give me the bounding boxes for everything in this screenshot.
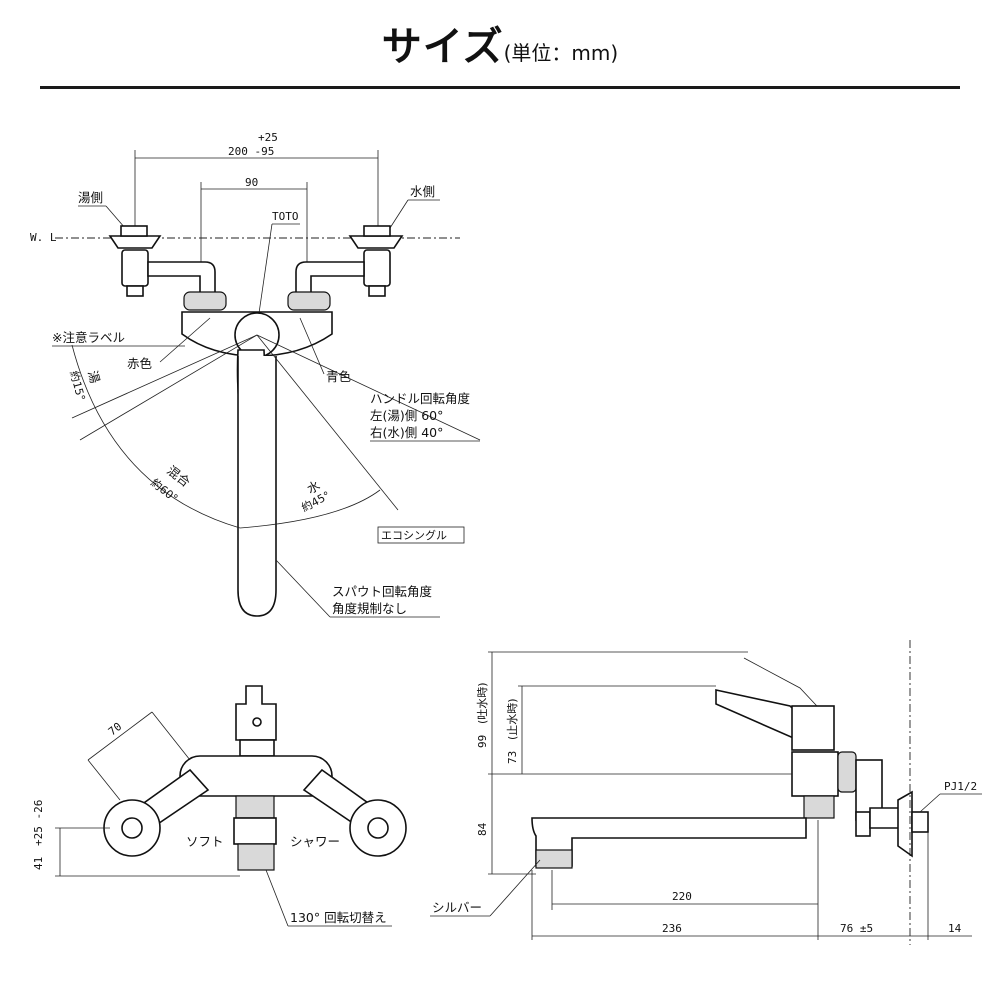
red-leader xyxy=(159,317,211,363)
caution-label: ※注意ラベル xyxy=(52,330,125,345)
angle-line-1 xyxy=(71,334,258,419)
front-handle xyxy=(235,685,277,741)
silver-label: シルバー xyxy=(432,900,482,915)
dim-spout-height: 99 xyxy=(476,735,489,748)
blue-label: 青色 xyxy=(326,369,352,384)
header-rule xyxy=(40,86,960,89)
hot-angle-label: 湯 xyxy=(85,369,103,385)
right-union-nut xyxy=(287,291,331,311)
spout-angle-title: スパウト回転角度 xyxy=(332,584,433,599)
cold-side-label: 水側 xyxy=(410,184,435,199)
left-union-nut xyxy=(183,291,227,311)
shower-label: シャワー xyxy=(290,834,340,849)
side-flange xyxy=(897,790,913,858)
side-body xyxy=(791,751,839,797)
spout-angle-leader xyxy=(275,559,331,618)
dim-arm-ext-1 xyxy=(87,759,121,801)
dim-arm-line xyxy=(87,711,153,761)
side-inlet xyxy=(855,811,871,837)
angle-line-4 xyxy=(256,334,481,441)
hot-side-label: 湯側 xyxy=(78,190,103,205)
right-body xyxy=(363,249,391,287)
shower-collar xyxy=(235,795,275,819)
eco-badge-box xyxy=(377,526,465,544)
side-spout xyxy=(531,817,807,867)
dim-reach: 236 xyxy=(662,922,682,935)
side-thread xyxy=(911,811,929,833)
title-main: サイズ xyxy=(381,24,504,70)
side-pipe xyxy=(869,807,901,829)
dim-spout-height-note: (吐水時) xyxy=(476,682,489,724)
right-nut-top xyxy=(363,225,391,237)
dim-stop-height: 73 xyxy=(506,751,519,764)
dim-arm-ext-2 xyxy=(151,711,191,761)
page-header: サイズ(単位：mm) xyxy=(0,0,1000,92)
dim-total-tol: +25 xyxy=(258,131,278,144)
left-nut-bottom xyxy=(126,285,144,297)
dim-stop-height-note: (止水時) xyxy=(506,698,519,740)
switch-leader xyxy=(265,869,289,927)
handle-angle-right: 右(水)側 40° xyxy=(370,425,443,440)
left-arm xyxy=(147,261,216,297)
left-flange xyxy=(108,235,162,249)
page-title: サイズ(単位：mm) xyxy=(0,14,1000,72)
silver-leader xyxy=(489,859,541,917)
water-arc xyxy=(239,489,381,529)
dim-wall: 76 ±5 xyxy=(840,922,873,935)
right-nut-bottom xyxy=(368,285,386,297)
angle-line-3 xyxy=(256,334,399,511)
top-view: +25 200 -95 90 W. L 湯側 水側 TOTO xyxy=(30,131,481,618)
dim-arm-text: 70 xyxy=(106,720,124,738)
shower-switch xyxy=(233,817,277,845)
thread-label: PJ1/2 xyxy=(944,780,977,793)
thread-leader xyxy=(919,793,941,813)
dim-flange: 14 xyxy=(948,922,962,935)
wl-label: W. L xyxy=(30,231,57,244)
front-view: 70 41 +25 -26 ソフト シャワー 130° 回転切替え xyxy=(32,685,407,927)
right-arm xyxy=(295,261,365,297)
brand-leader xyxy=(257,223,273,321)
side-view: 99 (吐水時) 73 (止水時) 84 220 236 76 ±5 14 シル… xyxy=(430,640,982,945)
red-label: 赤色 xyxy=(127,356,153,371)
spout-angle-sub: 角度規制なし xyxy=(332,601,407,616)
front-right-bolt xyxy=(367,817,389,839)
dim-height-text: 41 xyxy=(32,857,45,870)
title-unit: (単位：mm) xyxy=(503,41,619,65)
handle-angle-left: 左(湯)側 60° xyxy=(370,408,443,423)
right-flange xyxy=(348,235,404,249)
dim-total-text: 200 -95 xyxy=(228,145,274,158)
shower-head xyxy=(237,843,275,871)
side-handle-block xyxy=(791,705,835,751)
side-spout-collar xyxy=(803,795,835,819)
brand-label: TOTO xyxy=(272,210,299,223)
side-nut xyxy=(837,751,857,793)
blue-leader xyxy=(299,317,325,375)
left-nut-top xyxy=(120,225,148,237)
dim-height-tol: +25 -26 xyxy=(32,800,45,846)
front-left-bolt xyxy=(121,817,143,839)
angle-line-2 xyxy=(79,334,258,441)
side-aerator xyxy=(535,849,573,869)
cold-side-leader xyxy=(389,199,409,229)
spout-top xyxy=(237,356,277,617)
handle-angle-title: ハンドル回転角度 xyxy=(370,391,471,406)
hot-side-leader xyxy=(105,205,126,229)
front-handle-screw xyxy=(252,717,262,727)
mix-arc xyxy=(71,344,241,529)
dim-reach-inner: 220 xyxy=(672,890,692,903)
front-handle-neck xyxy=(239,739,275,757)
dim-center-text: 90 xyxy=(245,176,258,189)
soft-label: ソフト xyxy=(186,834,224,849)
eco-badge: エコシングル xyxy=(381,528,447,542)
dim-body: 84 xyxy=(476,822,489,836)
switch-label: 130° 回転切替え xyxy=(290,910,387,925)
left-body xyxy=(121,249,149,287)
